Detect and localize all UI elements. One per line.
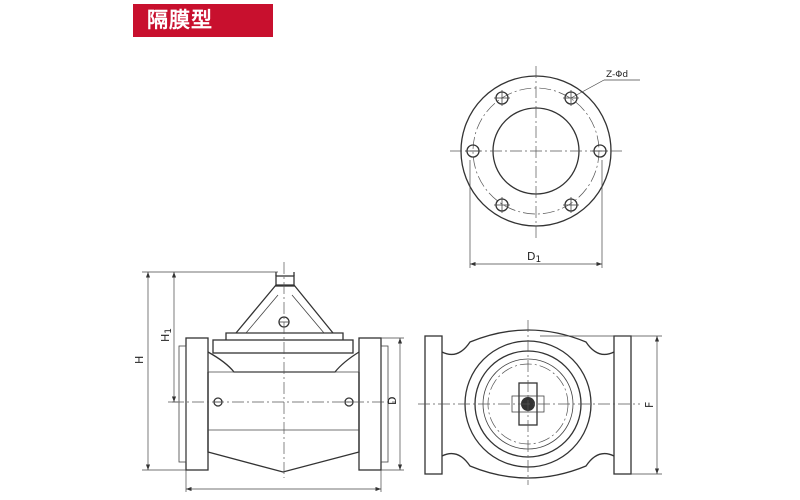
valve-side-view: F — [418, 320, 662, 485]
d1-label: D1 — [527, 250, 541, 265]
f-label: F — [643, 402, 656, 408]
title-badge: 隔膜型 — [133, 4, 273, 37]
flange-top-view: Z-Φd D1 — [450, 66, 640, 268]
d-label: D — [386, 397, 399, 405]
holes-label: Z-Φd — [606, 70, 628, 80]
valve-front-view: H H1 D — [133, 262, 404, 492]
h-label: H — [133, 356, 146, 364]
h1-label: H1 — [159, 328, 174, 342]
